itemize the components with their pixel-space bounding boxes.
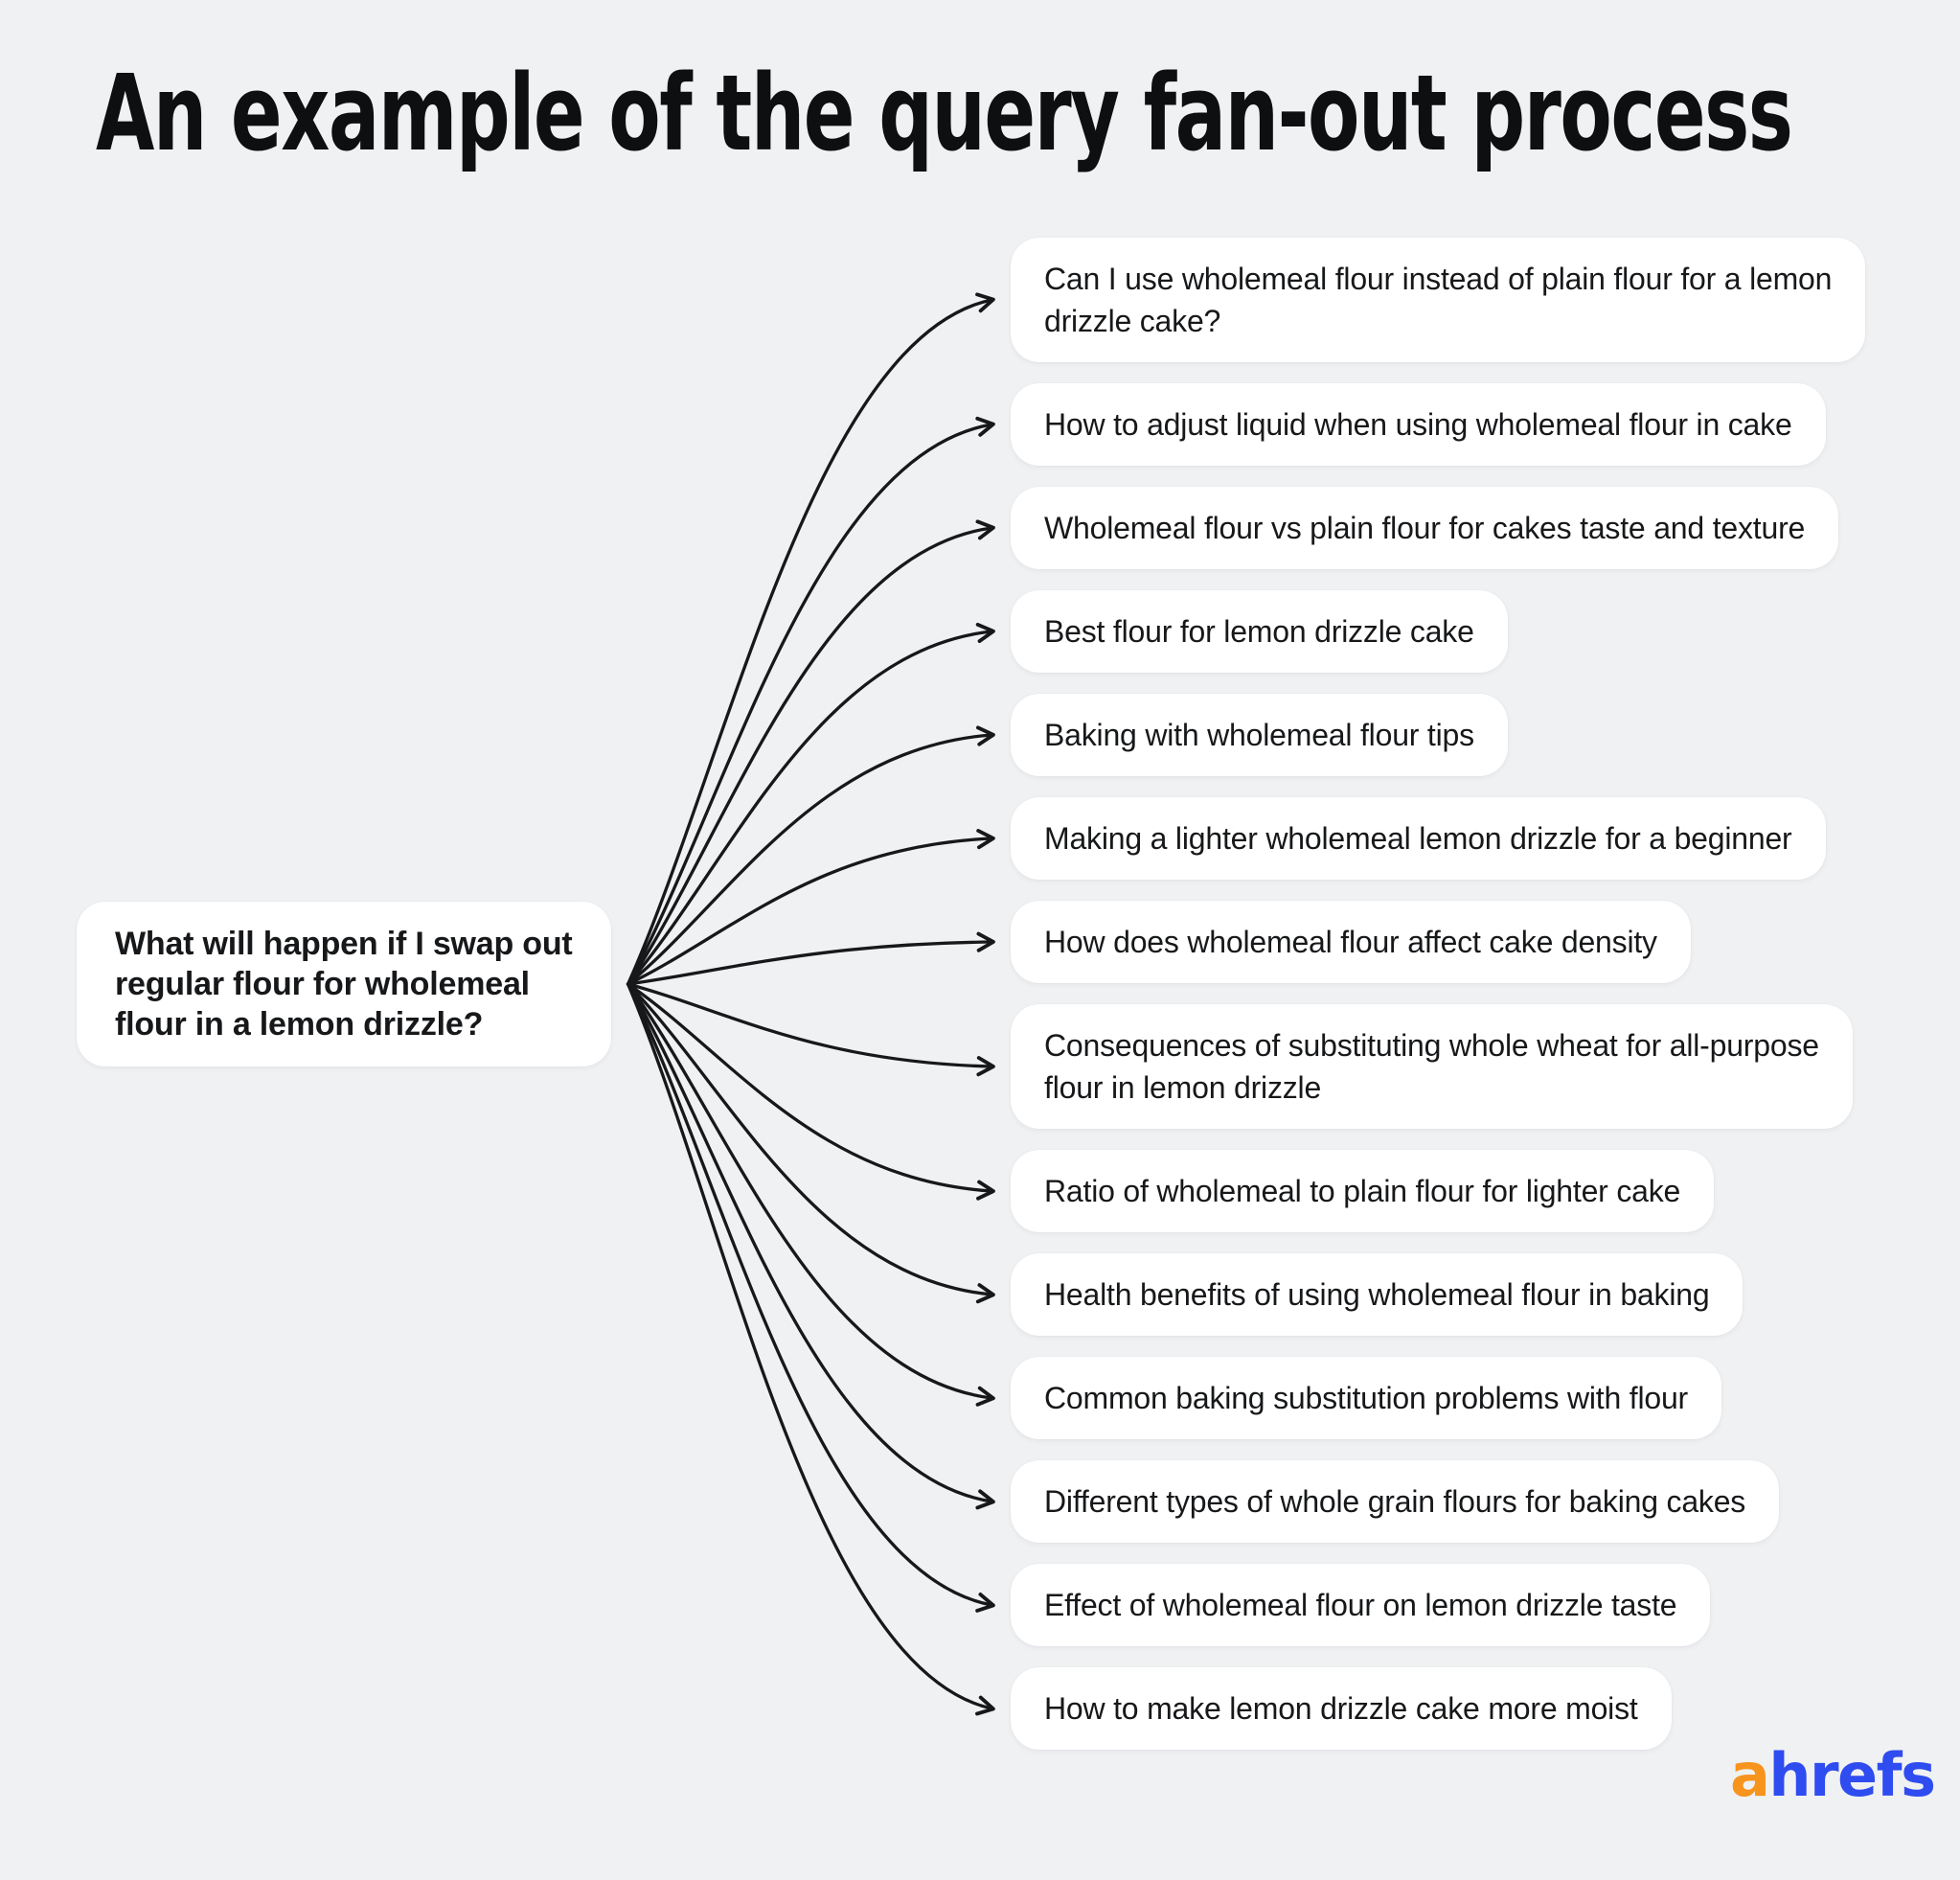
fanout-query-text: Effect of wholemeal flour on lemon drizz…: [1044, 1588, 1677, 1622]
fanout-query-card: Ratio of wholemeal to plain flour for li…: [1011, 1150, 1715, 1232]
fanout-query-text: How does wholemeal flour affect cake den…: [1044, 925, 1657, 959]
fanout-query-text: Common baking substitution problems with…: [1044, 1381, 1689, 1415]
fanout-query-text: Consequences of substituting whole wheat…: [1044, 1028, 1819, 1105]
fanout-query-card: How to make lemon drizzle cake more mois…: [1011, 1667, 1672, 1750]
ahrefs-logo-letters-hrefs: hrefs: [1768, 1740, 1936, 1810]
source-query-card: What will happen if I swap out regular f…: [77, 902, 611, 1066]
fanout-query-text: Health benefits of using wholemeal flour…: [1044, 1277, 1710, 1312]
fanout-query-text: Ratio of wholemeal to plain flour for li…: [1044, 1174, 1681, 1208]
fanout-query-card: Wholemeal flour vs plain flour for cakes…: [1011, 487, 1839, 569]
fanout-query-card: Different types of whole grain flours fo…: [1011, 1460, 1780, 1543]
fanout-query-text: Can I use wholemeal flour instead of pla…: [1044, 262, 1833, 338]
source-query-text: What will happen if I swap out regular f…: [115, 926, 573, 1043]
fanout-query-card: How to adjust liquid when using wholemea…: [1011, 383, 1826, 466]
fanout-query-text: Wholemeal flour vs plain flour for cakes…: [1044, 511, 1806, 545]
fanout-query-card: Can I use wholemeal flour instead of pla…: [1011, 238, 1866, 362]
ahrefs-logo: ahrefs: [1730, 1746, 1936, 1805]
fanout-query-card: How does wholemeal flour affect cake den…: [1011, 901, 1691, 983]
fanout-query-text: Different types of whole grain flours fo…: [1044, 1484, 1746, 1519]
fanout-query-card: Consequences of substituting whole wheat…: [1011, 1004, 1853, 1129]
fanout-query-card: Health benefits of using wholemeal flour…: [1011, 1253, 1743, 1336]
page-title: An example of the query fan-out process: [96, 52, 1793, 174]
ahrefs-logo-letter-a: a: [1730, 1740, 1770, 1810]
fanout-query-card: Effect of wholemeal flour on lemon drizz…: [1011, 1564, 1711, 1646]
fanout-query-text: How to make lemon drizzle cake more mois…: [1044, 1691, 1638, 1726]
fanout-query-card: Common baking substitution problems with…: [1011, 1357, 1722, 1439]
fanout-query-text: Making a lighter wholemeal lemon drizzle…: [1044, 821, 1792, 856]
fanout-query-text: Best flour for lemon drizzle cake: [1044, 614, 1474, 649]
fanout-query-text: Baking with wholemeal flour tips: [1044, 718, 1474, 752]
fanout-column: Can I use wholemeal flour instead of pla…: [1011, 238, 1866, 1750]
fanout-query-text: How to adjust liquid when using wholemea…: [1044, 407, 1792, 442]
fanout-query-card: Making a lighter wholemeal lemon drizzle…: [1011, 797, 1826, 880]
fanout-query-card: Baking with wholemeal flour tips: [1011, 694, 1508, 776]
fanout-query-card: Best flour for lemon drizzle cake: [1011, 590, 1508, 673]
